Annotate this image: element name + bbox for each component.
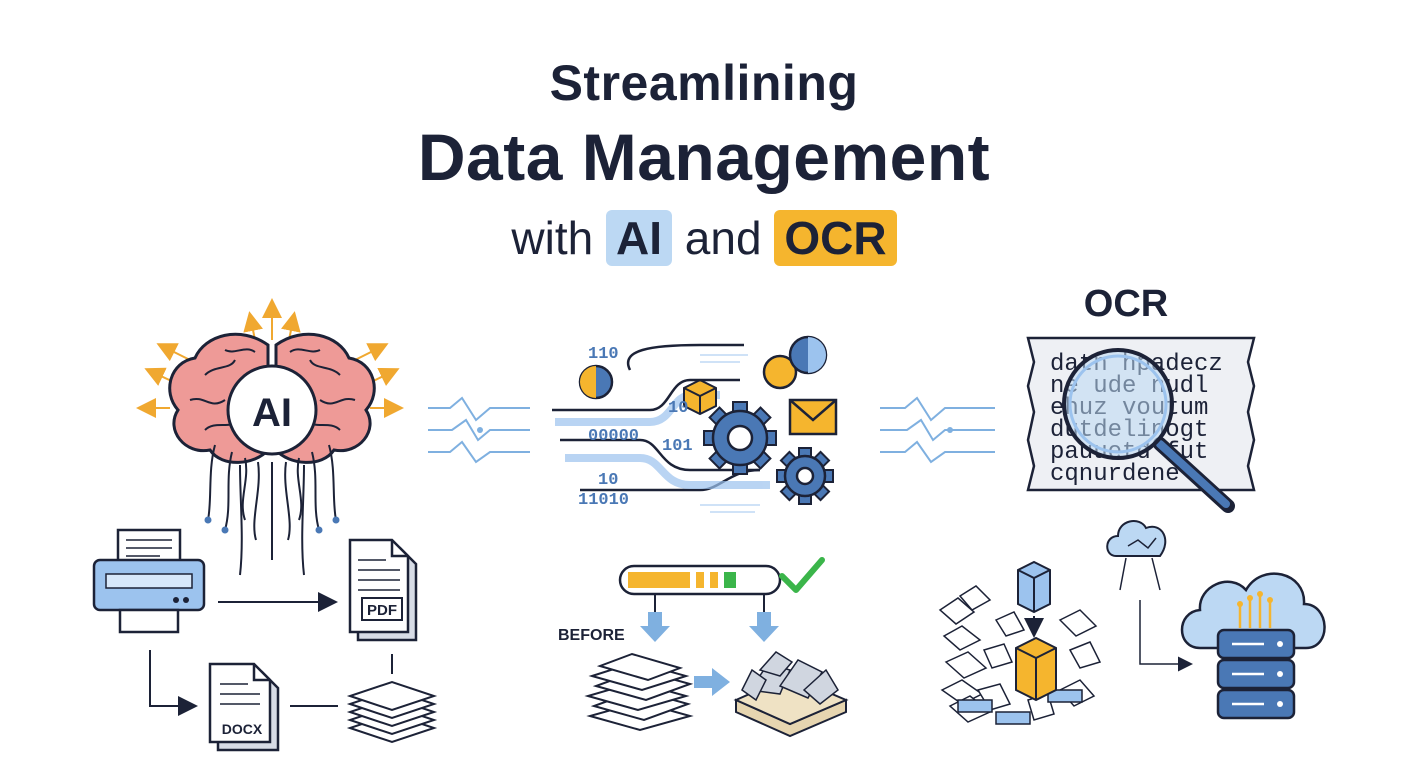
ai-brain-label: AI [252, 391, 292, 435]
paper-stack-icon [346, 680, 438, 744]
title-ai-highlight: AI [606, 210, 673, 266]
title-block: Streamlining Data Management with AI and… [0, 50, 1408, 274]
scattered-papers-icon [938, 585, 1102, 723]
binary-line-6: 11010 [578, 491, 629, 510]
pdf-document-icon [348, 538, 418, 642]
scanned-text-line-6: cqnurdene [1050, 461, 1180, 488]
title-and: and [684, 212, 762, 264]
data-cube-icon [1015, 560, 1057, 702]
progress-connectors [654, 595, 765, 612]
progress-bar [618, 564, 782, 596]
down-arrow-icons [640, 612, 779, 642]
docx-document-icon [208, 662, 280, 752]
pdf-label: PDF [367, 602, 397, 619]
title-with: with [511, 212, 594, 264]
ocr-heading: OCR [1084, 283, 1168, 325]
before-label: BEFORE [558, 627, 625, 644]
small-cloud-icon [1106, 520, 1167, 557]
before-document-stack-icon [584, 652, 694, 732]
binary-digits: 110 10 00000 101 10 11010 [578, 345, 693, 510]
binary-line-1: 110 [588, 345, 619, 364]
title-ocr-highlight: OCR [774, 210, 897, 266]
binary-line-5: 10 [598, 471, 618, 490]
printer-icon [92, 528, 206, 634]
docx-label: DOCX [222, 721, 263, 737]
title-line-3: with AI and OCR [0, 202, 1408, 274]
transform-arrow-icon [694, 668, 730, 696]
binary-line-2: 10 [668, 399, 688, 418]
scattered-files-stack [957, 689, 1083, 725]
ai-flow-connectors [149, 592, 393, 716]
cloud-connectors [1119, 557, 1193, 672]
magnifying-glass-icon [1062, 348, 1235, 513]
checkmark-icon [779, 557, 825, 593]
cloud-database-icon [1180, 572, 1326, 720]
data-flow-waves-left [428, 396, 530, 464]
organized-box-icon [733, 651, 849, 738]
title-line-1: Streamlining [549, 55, 859, 111]
ai-brain-icon [136, 298, 404, 576]
data-pipeline-icon [552, 335, 838, 513]
title-line-2: Data Management [417, 120, 991, 194]
binary-line-3: 00000 [588, 427, 639, 446]
data-flow-waves-right [880, 396, 995, 464]
binary-line-4: 101 [662, 437, 693, 456]
